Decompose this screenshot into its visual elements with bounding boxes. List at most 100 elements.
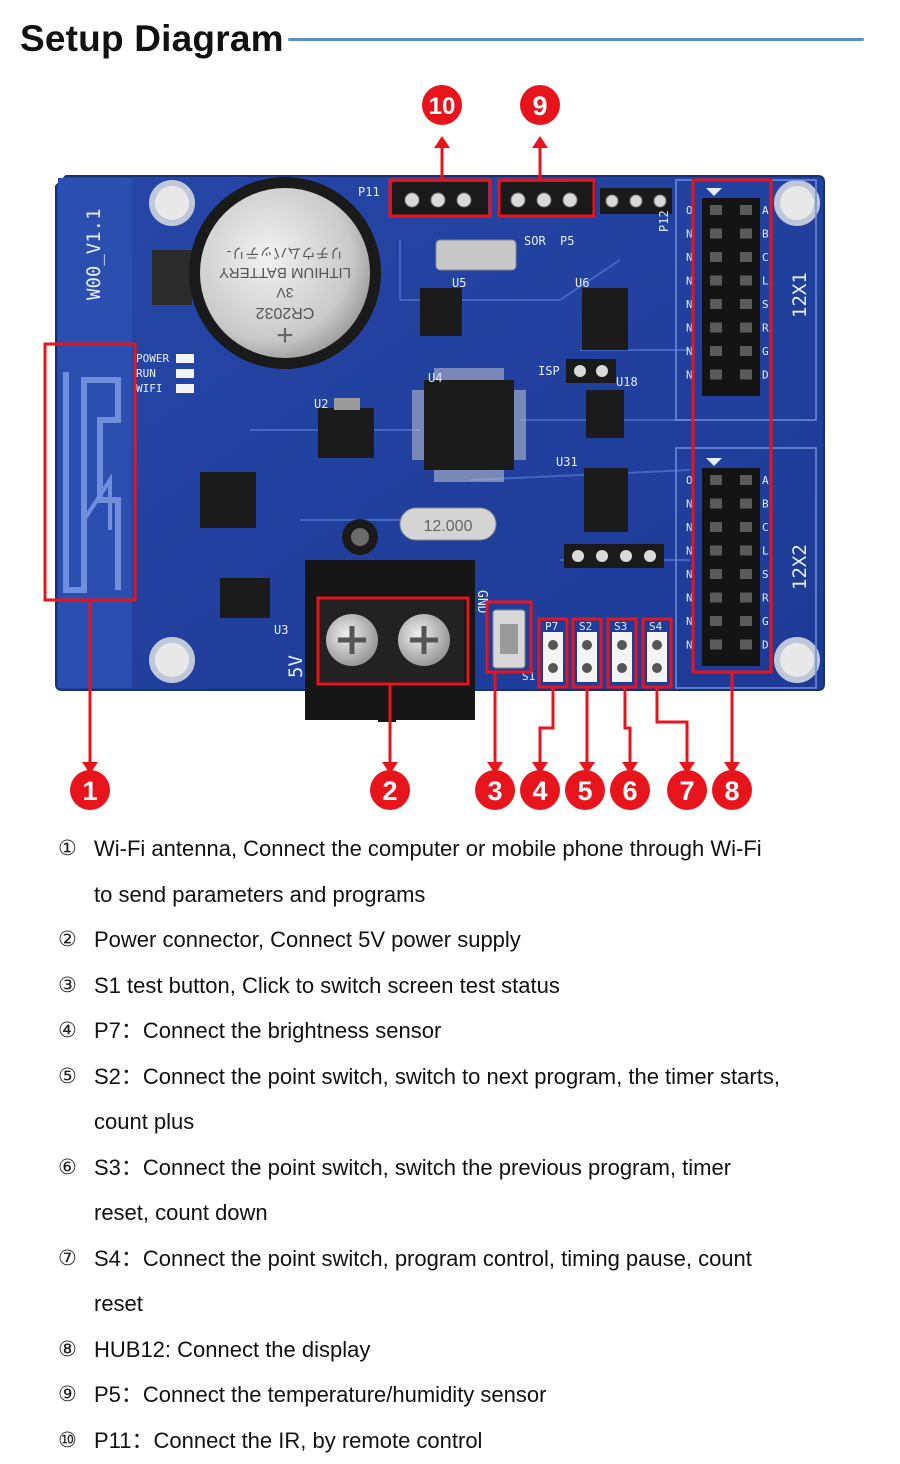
list-item-number: ⑦ bbox=[58, 1245, 77, 1270]
page-title: Setup Diagram bbox=[20, 18, 284, 59]
hub-pin-label: N bbox=[686, 545, 693, 558]
label-5v: 5V bbox=[285, 655, 307, 678]
callout-badges: 1 2 3 4 5 6 7 8 9 10 bbox=[70, 85, 752, 810]
wifi-module-chip bbox=[200, 472, 256, 528]
hub-pin bbox=[740, 616, 752, 626]
hub12-pins bbox=[710, 205, 752, 650]
list-item-number bbox=[58, 872, 94, 918]
u2-regulator bbox=[318, 408, 374, 458]
hub-pin-label: N bbox=[686, 275, 693, 288]
hub-pin bbox=[740, 639, 752, 650]
badge-8-text: 8 bbox=[724, 776, 739, 806]
hub-pin-label: B bbox=[762, 228, 769, 241]
leader-6 bbox=[623, 687, 632, 770]
hub-pin-label: N bbox=[686, 498, 693, 511]
list-item-text: S4：Connect the point switch, program con… bbox=[94, 1245, 752, 1271]
badge-8: 8 bbox=[712, 770, 752, 810]
switch-pad-label: P7 bbox=[545, 620, 558, 633]
list-item-text: P5：Connect the temperature/humidity sens… bbox=[94, 1382, 547, 1407]
badge-4: 4 bbox=[520, 770, 560, 810]
status-leds: POWER RUN WIFI bbox=[136, 352, 194, 395]
hub-pin-label: N bbox=[686, 369, 693, 382]
hub-pin bbox=[740, 498, 752, 509]
hub-pin bbox=[710, 569, 722, 579]
pcb-board: W00_V1.1 CR2032 3V LITHIUM BATTERY リチウムバ… bbox=[55, 175, 825, 722]
hub-pin-label: A bbox=[762, 474, 769, 487]
hub-pin bbox=[740, 346, 752, 356]
list-item-text: to send parameters and programs bbox=[94, 881, 426, 907]
hub-pin-label: N bbox=[686, 298, 693, 311]
hub-pin bbox=[710, 616, 722, 626]
main-mcu-chip bbox=[424, 380, 514, 470]
hub12-header-1 bbox=[702, 198, 760, 396]
hub12-header-2 bbox=[702, 468, 760, 666]
power-terminal: 5V bbox=[285, 560, 475, 722]
hub-pin-label: N bbox=[686, 568, 693, 581]
switch-pad-hole bbox=[652, 640, 662, 650]
badge-9: 9 bbox=[520, 85, 560, 125]
title-rule bbox=[288, 38, 864, 41]
u5-chip bbox=[420, 288, 462, 336]
badge-4-text: 4 bbox=[532, 776, 547, 806]
list-item: reset bbox=[58, 1281, 848, 1327]
u31-label: U31 bbox=[556, 455, 578, 469]
hub-pin-label: C bbox=[762, 521, 769, 534]
top-header-pins bbox=[404, 192, 667, 208]
led-wifi-label: WIFI bbox=[136, 382, 163, 395]
list-item-text: Power connector, Connect 5V power supply bbox=[94, 927, 521, 952]
badge-2: 2 bbox=[370, 770, 410, 810]
switch-pad-hole bbox=[582, 640, 592, 650]
u2-label: U2 bbox=[314, 397, 328, 411]
crystal-label: 12.000 bbox=[424, 518, 473, 535]
list-item-text: count plus bbox=[94, 1109, 195, 1134]
hub-pin-label: D bbox=[762, 369, 769, 382]
hub-pin-label: R bbox=[762, 592, 769, 605]
switch-pad-hole bbox=[617, 663, 627, 673]
badge-9-text: 9 bbox=[532, 91, 547, 121]
hub-pin-label: O bbox=[686, 204, 693, 217]
hub-pin bbox=[740, 369, 752, 380]
hub-pin-label: N bbox=[686, 322, 693, 335]
switch-pad-hole bbox=[548, 663, 558, 673]
hub-pin bbox=[710, 545, 722, 556]
list-item-number bbox=[58, 1281, 94, 1327]
coin-battery: CR2032 3V LITHIUM BATTERY リチウムバッテリ- + bbox=[152, 177, 381, 369]
hub-pin-label: G bbox=[762, 345, 769, 358]
hub-pin bbox=[710, 299, 722, 309]
hub-pin bbox=[710, 369, 722, 380]
leader-4 bbox=[538, 687, 555, 770]
gnd-label: GND bbox=[474, 590, 489, 614]
hub-pin-label: N bbox=[686, 251, 693, 264]
list-item-number: ① bbox=[58, 836, 77, 860]
hub-pin bbox=[710, 346, 722, 356]
hub-pin-label: R bbox=[762, 322, 769, 335]
switch-pad-hole bbox=[548, 640, 558, 650]
hub-pin bbox=[710, 475, 722, 485]
u4-label: U4 bbox=[428, 371, 442, 385]
hub-pin bbox=[710, 205, 722, 215]
list-item: ② Power connector, Connect 5V power suppl… bbox=[58, 917, 848, 963]
switch-pad bbox=[577, 632, 597, 682]
callout-box-3 bbox=[485, 600, 533, 674]
callout-box-10 bbox=[388, 178, 492, 218]
hub-pin bbox=[740, 522, 752, 532]
switch-pad bbox=[647, 632, 667, 682]
hub-pin-label: N bbox=[686, 345, 693, 358]
hub-pin-label: N bbox=[686, 615, 693, 628]
badge-6: 6 bbox=[610, 770, 650, 810]
hub-pin bbox=[710, 522, 722, 532]
switch-pad bbox=[612, 632, 632, 682]
list-item-number: ② bbox=[58, 927, 77, 951]
hub-pin bbox=[740, 252, 752, 262]
hub-pin bbox=[740, 299, 752, 309]
switch-pad-hole bbox=[652, 663, 662, 673]
u6-label: U6 bbox=[575, 276, 589, 290]
crystal: 12.000 bbox=[399, 239, 517, 541]
list-item-text: P7：Connect the brightness sensor bbox=[94, 1018, 442, 1043]
list-item-number: ⑧ bbox=[58, 1336, 77, 1361]
list-item-number: ⑩ bbox=[58, 1427, 77, 1452]
